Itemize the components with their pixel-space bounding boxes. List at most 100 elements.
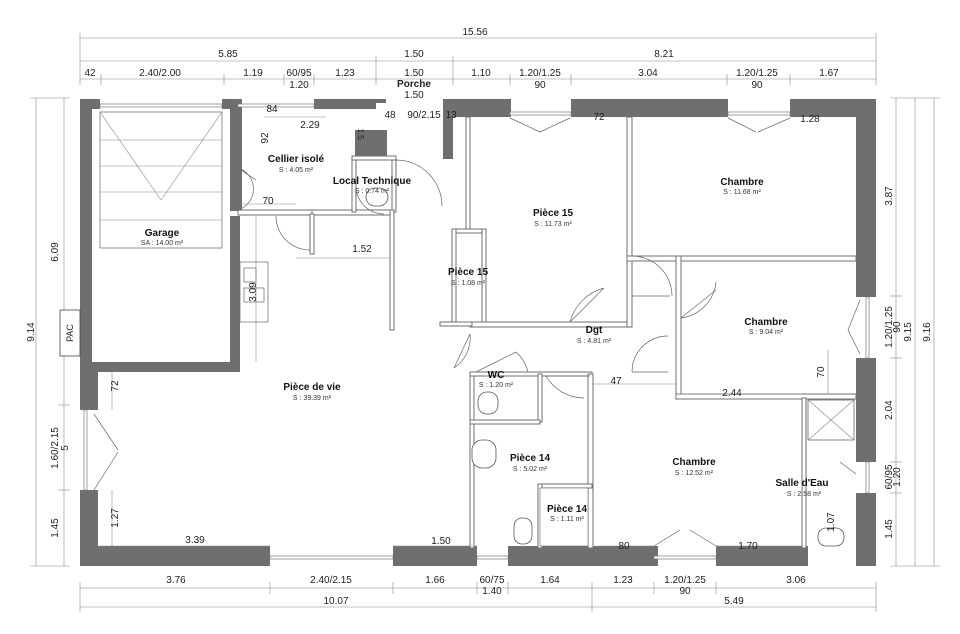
dimension-lines xyxy=(30,33,940,612)
exterior-walls xyxy=(59,99,876,566)
dim-interior: 1.52 xyxy=(352,244,372,255)
dim-interior: 1.28 xyxy=(800,114,820,125)
room-area-dgt: S : 4.81 m² xyxy=(577,338,612,345)
dim-top-sub: 90 xyxy=(751,80,763,91)
dim-interior: 2.29 xyxy=(300,120,320,131)
room-name-piece-de-vie: Pièce de vie xyxy=(283,382,341,393)
dim-right-inner: 3.87 xyxy=(884,186,895,206)
dim-bottom-detail: 1.23 xyxy=(613,575,633,586)
room-area-garage: SA : 14.00 m² xyxy=(141,240,184,247)
porche-label: Porche xyxy=(397,79,431,90)
room-area-piece-de-vie: S : 39.39 m² xyxy=(293,395,332,402)
dim-right-inner: 2.04 xyxy=(884,400,895,420)
dim-bottom-detail: 3.76 xyxy=(166,575,186,586)
room-name-piece-14-small: Pièce 14 xyxy=(547,504,587,515)
room-name-cellier: Cellier isolé xyxy=(268,154,325,165)
dim-left-outer: 9.14 xyxy=(26,322,37,342)
dim-interior: 47 xyxy=(610,376,622,387)
dim-top-detail: 60/95 xyxy=(286,68,311,79)
room-name-dgt: Dgt xyxy=(586,325,603,336)
dim-left-inner: 6.09 xyxy=(50,242,61,262)
dim-interior: 1.07 xyxy=(826,512,837,532)
dim-interior: 1.70 xyxy=(738,541,758,552)
dim-right-mid: 9.15 xyxy=(903,322,914,342)
dim-top-mid: 5.85 xyxy=(218,49,238,60)
room-area-salle-d-eau: S : 2.58 m² xyxy=(787,491,822,498)
room-name-chambre-1: Chambre xyxy=(720,177,764,188)
dim-left-sub: 5 xyxy=(60,445,71,451)
dim-left-inner: 1.45 xyxy=(50,518,61,538)
interior-dimensions: 84 2.29 92 1.5 48 90/2.15 13 72 1.28 70 … xyxy=(100,104,837,552)
dim-top-detail: 1.23 xyxy=(335,68,355,79)
dim-top-detail: 2.40/2.00 xyxy=(139,68,181,79)
room-name-local-technique: Local Technique xyxy=(333,176,412,187)
dim-interior: 72 xyxy=(593,112,605,123)
dim-interior: 1.5 xyxy=(356,128,365,140)
dim-bottom-detail: 1.20/1.25 xyxy=(664,575,706,586)
dim-bottom-sub: 90 xyxy=(679,586,691,597)
room-labels: Garage SA : 14.00 m² Cellier isolé S : 4… xyxy=(141,154,829,523)
dim-bottom-detail: 1.64 xyxy=(540,575,560,586)
dim-interior: 3.09 xyxy=(248,282,259,302)
room-name-chambre-2: Chambre xyxy=(744,317,788,328)
dim-top-total: 15.56 xyxy=(462,27,487,38)
dim-right-inner: 60/95 xyxy=(884,464,895,489)
room-name-piece-14: Pièce 14 xyxy=(510,453,550,464)
garage-car-outline xyxy=(99,111,223,249)
dim-interior: 72 xyxy=(110,380,121,392)
room-name-chambre-3: Chambre xyxy=(672,457,716,468)
dim-bottom-detail: 2.40/2.15 xyxy=(310,575,352,586)
room-name-garage: Garage xyxy=(145,228,180,239)
dim-right-inner: 1.45 xyxy=(884,519,895,539)
dim-right-sub: 1.20 xyxy=(892,467,903,487)
room-area-piece-15-small: S : 1.08 m² xyxy=(451,280,486,287)
dim-top-detail: 1.50 xyxy=(404,68,424,79)
room-area-chambre-2: S : 9.04 m² xyxy=(749,329,784,336)
dimension-labels: 15.56 5.85 1.50 8.21 42 2.40/2.00 1.19 6… xyxy=(26,27,933,607)
sanitary xyxy=(365,187,845,547)
dim-interior: 3.39 xyxy=(185,535,205,546)
dim-top-detail: 1.10 xyxy=(471,68,491,79)
room-name-piece-15: Pièce 15 xyxy=(533,208,573,219)
room-area-piece-14-small: S : 1.11 m² xyxy=(550,516,584,523)
dim-interior: 13 xyxy=(445,110,457,121)
dim-interior: 92 xyxy=(260,132,271,144)
dim-top-sub: 1.50 xyxy=(404,90,424,101)
dim-bottom-sub: 1.40 xyxy=(482,586,502,597)
dim-interior: 48 xyxy=(384,110,396,121)
dim-interior: 70 xyxy=(816,366,827,378)
room-name-piece-15-small: Pièce 15 xyxy=(448,267,488,278)
room-area-piece-14: S : 5.02 m² xyxy=(513,466,548,473)
room-name-salle-d-eau: Salle d'Eau xyxy=(776,478,829,489)
dim-bottom-total: 10.07 xyxy=(323,596,348,607)
dim-interior: 1.27 xyxy=(110,508,121,528)
dim-bottom-detail: 60/75 xyxy=(479,575,504,586)
windows xyxy=(83,103,870,560)
dim-left-inner: 1.60/2.15 xyxy=(50,427,61,469)
dim-interior: 80 xyxy=(618,541,630,552)
interior-walls xyxy=(237,116,857,549)
dim-top-detail: 1.20/1.25 xyxy=(736,68,778,79)
dim-bottom-detail: 1.66 xyxy=(425,575,445,586)
dim-top-detail: 1.20/1.25 xyxy=(519,68,561,79)
room-area-chambre-3: S : 12.52 m² xyxy=(675,470,714,477)
pac-label: PAC xyxy=(65,324,75,342)
dim-top-detail: 1.19 xyxy=(243,68,263,79)
dim-right-sub: 90 xyxy=(892,321,903,333)
dim-top-detail: 1.67 xyxy=(819,68,839,79)
dim-top-sub: 1.20 xyxy=(289,80,309,91)
dim-interior: 2.44 xyxy=(722,388,742,399)
room-area-piece-15: S : 11.73 m² xyxy=(534,221,572,228)
dim-interior: 70 xyxy=(262,196,274,207)
dim-bottom-total: 5.49 xyxy=(724,596,744,607)
room-area-cellier: S : 4.05 m² xyxy=(279,167,314,174)
dim-top-mid: 8.21 xyxy=(654,49,674,60)
kitchen-counter xyxy=(239,216,269,362)
dim-interior: 90/2.15 xyxy=(407,110,441,121)
dim-right-inner: 1.20/1.25 xyxy=(884,306,895,348)
doors xyxy=(93,117,861,547)
dim-interior: 1.50 xyxy=(431,536,451,547)
room-area-wc: S : 1.20 m² xyxy=(479,382,514,389)
dim-top-mid: 1.50 xyxy=(404,49,424,60)
